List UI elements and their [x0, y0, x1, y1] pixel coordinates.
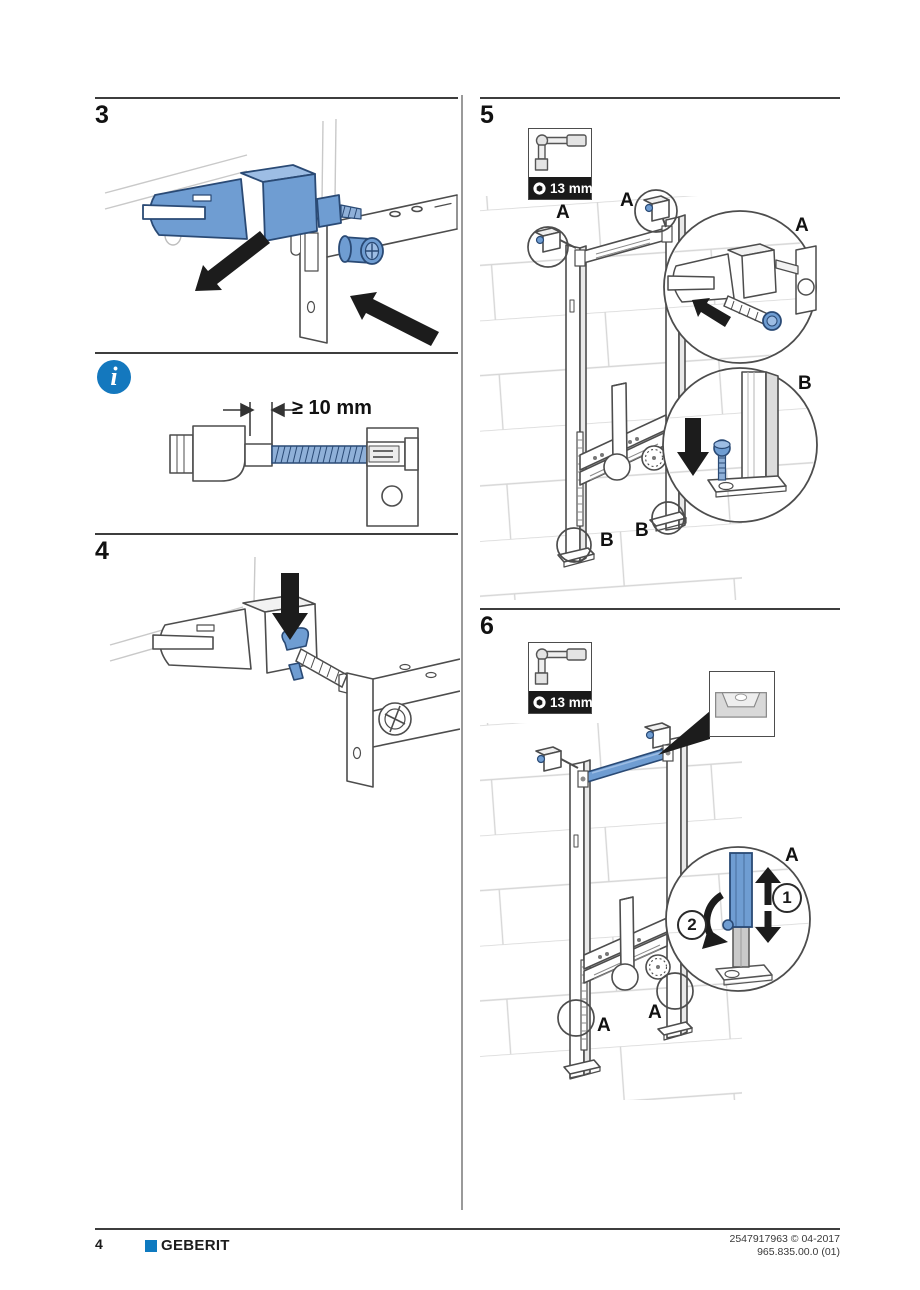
- brand-logo-text: GEBERIT: [161, 1237, 230, 1254]
- brand-logo-square: [145, 1239, 157, 1252]
- detail-circle-b: [662, 367, 818, 523]
- tool-box: 13 mm: [528, 128, 593, 200]
- tool-size-bar: 13 mm: [529, 177, 593, 199]
- arrow-up-left-icon: [692, 298, 731, 327]
- turn-step-2-badge: 2: [677, 910, 707, 940]
- arrow-up-left-icon: [350, 292, 439, 346]
- step-4-rule: [95, 533, 458, 535]
- tool-box: 13 mm: [528, 642, 593, 714]
- arrow-up-icon: [755, 867, 781, 905]
- step-6-illustration: [480, 711, 811, 1100]
- document-references: 2547917963 © 04-2017 965.835.00.0 (01): [560, 1233, 840, 1259]
- connector-body: [169, 425, 273, 482]
- socket-wrench-icon: [534, 648, 587, 685]
- spirit-level-box: [709, 671, 775, 737]
- arrow-down-icon: [677, 418, 709, 476]
- fork-bracket: [142, 164, 362, 242]
- label-a: A: [556, 202, 570, 223]
- step-5-number: 5: [480, 101, 494, 129]
- turn-step-1-badge: 1: [772, 883, 802, 913]
- tool-size-label: 13 mm: [550, 180, 593, 196]
- doc-id: 965.835.00.0 (01): [757, 1246, 840, 1258]
- callout-circles: [527, 189, 685, 563]
- adjustable-leg: [722, 852, 753, 931]
- step-6-rule: [480, 608, 840, 610]
- label-a: A: [597, 1015, 611, 1036]
- detail-circle-a: [665, 846, 811, 992]
- step-5-section: 5: [480, 97, 840, 603]
- info-rule: [95, 352, 458, 354]
- step-4-section: 4: [95, 533, 460, 795]
- step-6-number: 6: [480, 612, 494, 640]
- adjust-arrows: [702, 867, 781, 949]
- step-3-number: 3: [95, 101, 109, 129]
- info-illustration: [169, 402, 419, 527]
- dimension-marks: [223, 402, 297, 446]
- wall-lines: [104, 118, 337, 246]
- socket-wrench-icon: [534, 134, 587, 171]
- turn-step-1-label: 1: [782, 888, 792, 907]
- info-note-section: i: [95, 352, 460, 533]
- tool-size-bar: 13 mm: [529, 691, 593, 713]
- top-bar-highlight: [577, 744, 674, 788]
- tool-size-label: 13 mm: [550, 694, 593, 710]
- label-b: B: [600, 530, 614, 551]
- arrow-down-icon: [272, 573, 308, 640]
- step-3-illustration: [104, 118, 458, 346]
- arrow-down-left-icon: [195, 231, 270, 291]
- step-3-section: 3: [95, 97, 460, 353]
- label-a: A: [648, 1002, 662, 1023]
- step-4-illustration: [109, 556, 460, 788]
- ring-spanner-icon: [533, 695, 546, 709]
- step-4-number: 4: [95, 537, 109, 565]
- plug-screw: [338, 235, 384, 265]
- step-3-rule: [95, 97, 458, 99]
- arrow-down-icon: [755, 911, 781, 943]
- detail-circle-a: [663, 210, 817, 364]
- footer-rule: [95, 1228, 840, 1230]
- frame-rail: [366, 427, 419, 527]
- ring-spanner-icon: [533, 181, 546, 195]
- threaded-rod: [271, 445, 368, 464]
- brand-logo: GEBERIT: [145, 1238, 230, 1253]
- label-a: A: [620, 190, 634, 211]
- frame-rail: [338, 658, 460, 788]
- label-a: A: [795, 215, 809, 236]
- doc-code: 2547917963 © 04-2017: [729, 1233, 840, 1245]
- callout-circles: [557, 972, 694, 1037]
- threaded-rod: [295, 647, 348, 689]
- step-5-rule: [480, 97, 840, 99]
- label-b: B: [635, 520, 649, 541]
- page-number: 4: [95, 1236, 103, 1252]
- step-5-illustration: [480, 189, 818, 600]
- foot-screw: [713, 439, 731, 481]
- info-icon: i: [97, 360, 131, 394]
- dimension-label: ≥ 10 mm: [292, 397, 372, 419]
- step-6-section: 6: [480, 608, 840, 1108]
- level-pointer: [658, 711, 710, 755]
- direction-arrows: [195, 231, 439, 346]
- label-b: B: [798, 373, 812, 394]
- turn-step-2-label: 2: [687, 915, 697, 934]
- spirit-level-icon: [715, 692, 767, 718]
- column-divider: [461, 95, 463, 1210]
- label-a: A: [785, 845, 799, 866]
